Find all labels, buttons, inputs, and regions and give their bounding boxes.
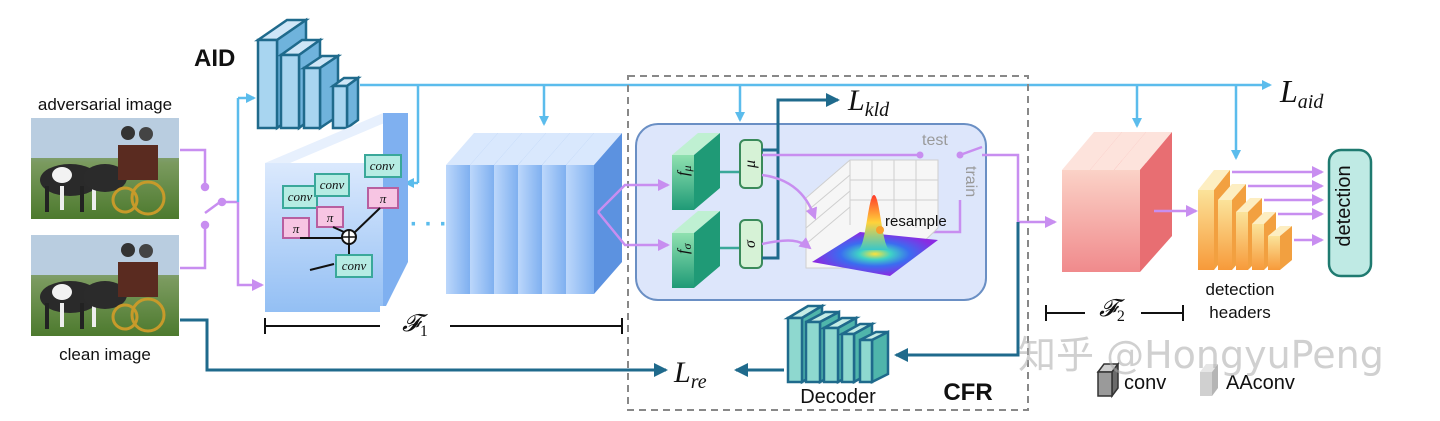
svg-text:π: π [293, 221, 300, 236]
svg-text:conv: conv [288, 189, 313, 204]
detection-headers-label-1: detection [1206, 280, 1275, 299]
legend-conv-icon [1096, 361, 1120, 399]
aid-label: AID [194, 45, 235, 72]
clean-image-label: clean image [59, 345, 151, 364]
legend-aaconv-label: AAconv [1226, 372, 1295, 394]
arrow-clean-to-lre [180, 318, 668, 377]
detection-headers-label-2: headers [1209, 303, 1270, 322]
svg-text:fσ: fσ [675, 243, 694, 254]
l-aid-label: Laid [1279, 73, 1324, 113]
legend-conv-label: conv [1124, 372, 1166, 394]
arrow-to-decoder [894, 222, 1020, 362]
l-re-label: Lre [673, 356, 707, 393]
legend-aaconv-icon [1200, 364, 1218, 396]
adversarial-image [31, 118, 179, 219]
svg-text:conv: conv [342, 258, 367, 273]
detection-headers-stack [1198, 170, 1292, 270]
aid-conv-blocks: conv conv conv π π π conv [282, 154, 402, 278]
adversarial-image-label: adversarial image [38, 95, 172, 114]
detection-label: detection [1333, 165, 1355, 246]
svg-text:π: π [327, 210, 334, 225]
detection-box [1327, 148, 1373, 278]
test-label: test [922, 132, 948, 149]
arrow-to-backbone [236, 202, 264, 291]
decoder-label: Decoder [800, 386, 876, 408]
neck-stack [1062, 132, 1172, 272]
sigma-box: σ [739, 219, 763, 269]
resample-label: resample [885, 213, 947, 230]
decoder-stack [783, 303, 890, 385]
svg-text:π: π [380, 191, 387, 206]
l-kld-label: Lkld [847, 84, 890, 121]
svg-text:conv: conv [320, 177, 345, 192]
svg-text:conv: conv [370, 158, 395, 173]
f-mu-block: fμ [672, 133, 720, 210]
train-label: train [962, 166, 979, 197]
svg-text:μ: μ [742, 160, 759, 169]
f-sigma-block: fσ [672, 211, 720, 288]
svg-text:fμ: fμ [675, 166, 694, 176]
clean-image [31, 235, 179, 336]
aid-stack [253, 17, 362, 131]
backbone-stack [446, 133, 622, 294]
watermark: 知乎 @HongyuPeng [1018, 333, 1384, 377]
cfr-label: CFR [943, 379, 992, 406]
ellipsis-dots: · · · [410, 211, 447, 238]
svg-text:σ: σ [742, 239, 759, 248]
cfr-region [627, 75, 1029, 411]
mu-box: μ [739, 139, 763, 189]
input-switch [180, 148, 238, 270]
gaussian-plot [805, 159, 939, 276]
